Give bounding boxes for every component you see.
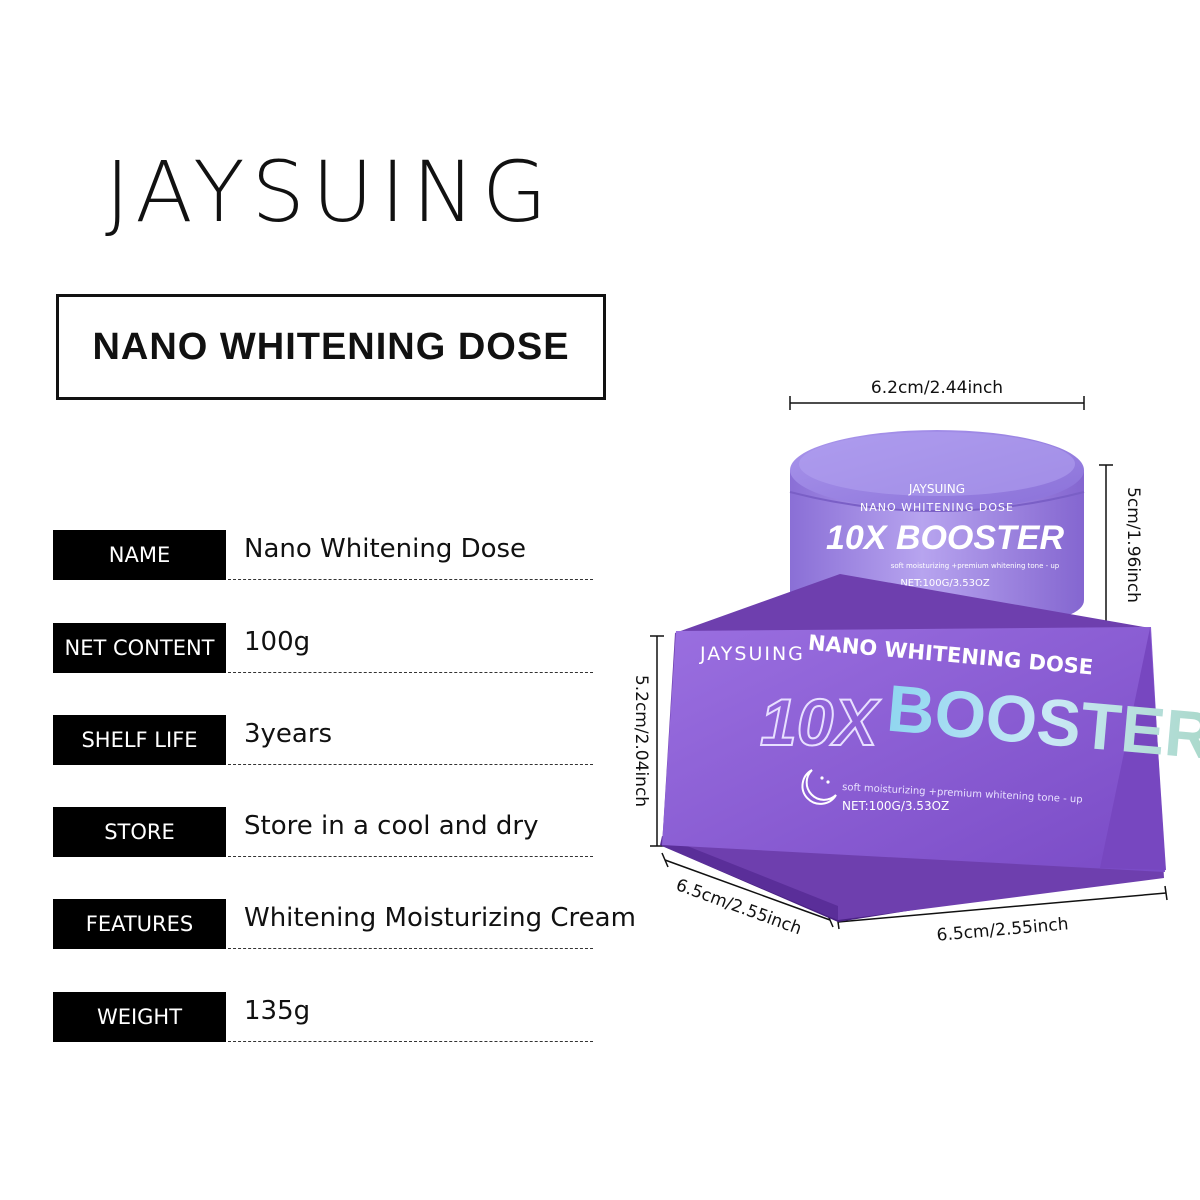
spec-label: SHELF LIFE xyxy=(53,715,226,765)
dimension-label: 5cm/1.96inch xyxy=(1123,487,1143,603)
box-brand: JAYSUING xyxy=(699,643,805,665)
spec-row-net-content: NET CONTENT 100g xyxy=(53,623,593,679)
box-net: NET:100G/3.53OZ xyxy=(842,799,949,813)
dimension-label: 6.2cm/2.44inch xyxy=(871,378,1003,398)
spec-value: Nano Whitening Dose xyxy=(244,534,527,564)
dimension-jar-width: 6.2cm/2.44inch xyxy=(789,378,1085,410)
spec-row-name: NAME Nano Whitening Dose xyxy=(53,530,593,586)
jar-illustration: JAYSUING NANO WHITENING DOSE 10X BOOSTER… xyxy=(789,430,1085,628)
jar-brand: JAYSUING xyxy=(908,482,965,496)
spec-label: NAME xyxy=(53,530,226,580)
box-big-outline: 10X xyxy=(760,685,881,759)
dimension-label: 6.5cm/2.55inch xyxy=(936,914,1069,945)
dimension-jar-height: 5cm/1.96inch xyxy=(1099,464,1143,629)
spec-value: 3years xyxy=(244,719,333,749)
jar-big-text: 10X BOOSTER xyxy=(826,519,1065,557)
spec-divider xyxy=(228,579,593,580)
spec-divider xyxy=(228,856,593,857)
spec-value: Whitening Moisturizing Cream xyxy=(244,903,636,933)
box-illustration: JAYSUING NANO WHITENING DOSE 10X BOOSTER… xyxy=(660,574,1200,922)
spec-row-shelf-life: SHELF LIFE 3years xyxy=(53,715,593,771)
jar-line: NANO WHITENING DOSE xyxy=(860,501,1014,514)
dimension-label: 5.2cm/2.04inch xyxy=(631,675,651,807)
spec-row-weight: WEIGHT 135g xyxy=(53,992,593,1048)
product-title: NANO WHITENING DOSE xyxy=(92,325,570,368)
spec-divider xyxy=(228,948,593,949)
spec-label: NET CONTENT xyxy=(53,623,226,673)
product-title-box: NANO WHITENING DOSE xyxy=(56,294,606,400)
spec-label: FEATURES xyxy=(53,899,226,949)
spec-label: WEIGHT xyxy=(53,992,226,1042)
spec-row-features: FEATURES Whitening Moisturizing Cream xyxy=(53,899,636,955)
spec-label: STORE xyxy=(53,807,226,857)
moon-icon xyxy=(801,769,837,805)
spec-divider xyxy=(228,672,593,673)
jar-tagline: soft moisturizing +premium whitening ton… xyxy=(891,562,1060,570)
spec-divider xyxy=(228,764,593,765)
spec-value: Store in a cool and dry xyxy=(244,811,539,841)
brand-logo-text: JAYSUING xyxy=(105,143,555,241)
spec-value: 135g xyxy=(244,996,311,1026)
spec-divider xyxy=(228,1041,593,1042)
jar-net: NET:100G/3.53OZ xyxy=(900,578,990,589)
spec-value: 100g xyxy=(244,627,311,657)
spec-row-store: STORE Store in a cool and dry xyxy=(53,807,593,863)
dimension-box-height: 5.2cm/2.04inch xyxy=(631,635,664,847)
